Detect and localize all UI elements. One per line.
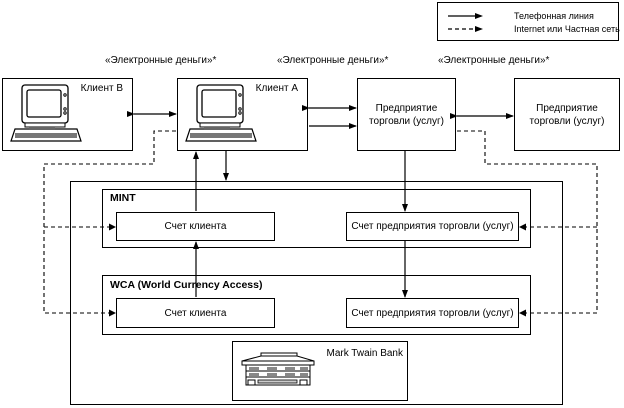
wca-title: WCA (World Currency Access): [110, 279, 263, 291]
wca-merchant-account[interactable]: Счет предприятия торговли (услуг): [346, 298, 519, 328]
mint-title: MINT: [110, 192, 136, 204]
emoney-label-2: «Электронные деньги»*: [277, 55, 389, 66]
emoney-label-1: «Электронные деньги»*: [105, 55, 217, 66]
computer-icon: [10, 84, 82, 142]
legend-solid-arrowhead: [475, 13, 483, 19]
merchant-2-box[interactable]: Предприятие торговли (услуг): [514, 78, 620, 151]
bank-name: Mark Twain Bank: [326, 348, 403, 359]
client-a-box[interactable]: Клиент A: [177, 78, 308, 151]
emoney-label-3: «Электронные деньги»*: [438, 55, 550, 66]
merchant-1-label: Предприятие торговли (услуг): [369, 102, 444, 127]
mark-twain-bank-box: Mark Twain Bank: [232, 341, 408, 401]
mint-merchant-account[interactable]: Счет предприятия торговли (услуг): [346, 212, 519, 241]
client-b-label: Клиент B: [80, 83, 123, 94]
wca-client-account[interactable]: Счет клиента: [116, 298, 275, 328]
legend-solid-label: Телефонная линия: [514, 11, 594, 21]
mint-client-account[interactable]: Счет клиента: [116, 212, 275, 241]
legend-symbols: [448, 13, 483, 32]
client-b-box[interactable]: Клиент B: [2, 78, 133, 151]
computer-icon: [185, 84, 257, 142]
client-a-label: Клиент A: [255, 83, 298, 94]
legend-dashed-arrowhead: [475, 26, 483, 32]
merchant-1-box[interactable]: Предприятие торговли (услуг): [357, 78, 456, 151]
bank-building-icon: [241, 352, 315, 386]
legend-dashed-label: Internet или Частная сеть: [514, 24, 620, 34]
legend: [437, 2, 619, 41]
merchant-2-label: Предприятие торговли (услуг): [529, 102, 605, 127]
